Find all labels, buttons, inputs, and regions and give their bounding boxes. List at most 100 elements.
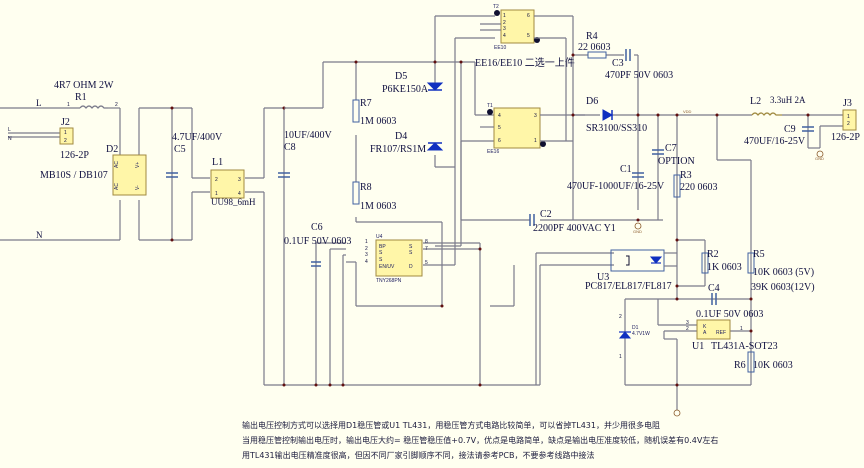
schematic-label: U3: [597, 272, 609, 283]
junction: [675, 238, 679, 242]
schematic-label: C7: [665, 143, 677, 154]
schematic-label: 1: [740, 326, 743, 332]
j3-connector: 12 J3 126-2P: [831, 98, 860, 143]
schematic-label: 6: [527, 13, 530, 19]
c5-capacitor: 4.7UF/400V C5: [166, 132, 223, 178]
schematic-label: 2: [215, 177, 218, 183]
note-line-3: 用TL431输出电压精准度很高，但因不同厂家引脚顺序不同，接法请参考PCB，不要…: [242, 451, 595, 460]
schematic-label: R4: [586, 31, 598, 42]
schematic-label: 2: [115, 102, 118, 108]
schematic-label: T2: [493, 4, 499, 10]
c8-value: 10UF/400V: [284, 130, 333, 141]
net-line-label: L: [36, 98, 42, 108]
schematic-label: T1: [487, 103, 493, 109]
schematic-label: A: [703, 330, 707, 336]
schematic-label: 2: [503, 20, 506, 26]
schematic-label: 1K 0603: [707, 262, 742, 273]
schematic-label: EE16: [487, 149, 499, 155]
schematic-label: 220 0603: [680, 182, 718, 193]
schematic-label: D6: [586, 96, 598, 107]
schematic-label: D5: [395, 71, 407, 82]
schematic-label: D: [409, 264, 413, 270]
l1-ref: L1: [212, 157, 223, 168]
gnd-icon: [673, 409, 681, 417]
schematic-label: GND: [815, 156, 824, 161]
junction: [571, 53, 575, 57]
r3-resistor: R3 220 0603: [673, 170, 718, 198]
r7-resistor: R7 1M 0603: [352, 98, 396, 127]
d2-bridge-rectifier: AC AC V+ V- D2 MB10S / DB107: [40, 144, 147, 196]
schematic-label: 1: [365, 239, 368, 245]
schematic-label: S: [409, 244, 413, 250]
t1-transformer: T1 EE16 45 6 31: [480, 103, 585, 155]
r6-resistor: R6 10K 0603: [734, 351, 793, 373]
l2-inductor: L2 3.3uH 2A: [750, 95, 806, 116]
schematic-label: 2: [686, 326, 689, 332]
junction: [636, 218, 640, 222]
schematic-label: U4: [376, 234, 383, 240]
schematic-label: R3: [680, 170, 692, 181]
junction: [433, 60, 437, 64]
schematic-label: 1: [64, 130, 67, 136]
junction: [170, 238, 174, 242]
transformer-note: EE16/EE10 二选一上件: [475, 56, 575, 69]
junction: [675, 113, 679, 117]
r5-resistor: R5 10K 0603 (5V) 39K 0603(12V): [747, 249, 815, 293]
junction: [341, 383, 345, 387]
secondary-wires: [565, 16, 843, 410]
schematic-label: SR3100/SS310: [586, 123, 647, 134]
junction: [749, 297, 753, 301]
schematic-label: 1: [534, 138, 537, 144]
d1-zener-diode: D1 4.7V1W 21: [618, 314, 650, 360]
schematic-label: R6: [734, 360, 746, 371]
r2-resistor: R2 1K 0603: [701, 249, 742, 274]
schematic-label: 2: [64, 138, 67, 144]
schematic-label: S: [379, 257, 383, 263]
schematic-label: C1: [620, 164, 632, 175]
schematic-label: 39K 0603(12V): [751, 282, 815, 293]
schematic-label: 10K 0603: [753, 360, 793, 371]
schematic-label: N: [8, 136, 12, 142]
junction: [806, 113, 810, 117]
note-line-1: 输出电压控制方式可以选择用D1稳压管或U1 TL431，用稳压管方式电路比较简单…: [242, 421, 660, 430]
schematic-label: 6: [498, 138, 501, 144]
t2-transformer: T2 EE10 12 34 65: [480, 4, 573, 51]
d6-schottky-diode: D6 SR3100/SS310: [586, 96, 647, 134]
schematic-label: 8: [425, 239, 428, 245]
schematic-label: D4: [395, 131, 407, 142]
j2-value: 126-2P: [60, 150, 89, 161]
schematic-label: P6KE150A: [382, 84, 429, 95]
schematic-label: EN/UV: [379, 264, 395, 270]
junction: [170, 106, 174, 110]
schematic-label: 0.1UF 50V 0603: [696, 309, 763, 320]
d2-ref: D2: [106, 144, 118, 155]
schematic-label: K: [703, 324, 707, 330]
schematic-label: TL431A-SOT23: [711, 341, 778, 352]
schematic-label: 3: [238, 177, 241, 183]
schematic-label: 5: [527, 33, 530, 39]
junction: [478, 247, 482, 251]
schematic-label: 2200PF 400VAC Y1: [533, 223, 616, 234]
j2-ref: J2: [61, 117, 70, 128]
schematic-label: FR107/RS1M: [370, 144, 426, 155]
c7-capacitor: C7 OPTION: [652, 143, 695, 167]
schematic-label: 1: [619, 354, 622, 360]
c8-capacitor: 10UF/400V C8: [278, 130, 333, 178]
schematic-label: PC817/EL817/FL817: [585, 281, 672, 292]
junction: [440, 304, 444, 308]
schematic-label: 1M 0603: [360, 201, 396, 212]
r1-ref: R1: [75, 92, 87, 103]
schematic-label: EE10: [494, 45, 506, 51]
schematic-label: 1M 0603: [360, 116, 396, 127]
schematic-label: 4.7V1W: [632, 331, 650, 337]
schematic-label: AC: [114, 183, 120, 190]
c2-capacitor: C2 2200PF 400VAC Y1: [529, 209, 616, 234]
schematic-label: 4: [503, 33, 506, 39]
c1-capacitor: C1 470UF-1000UF/16-25V: [567, 164, 665, 192]
schematic-label: J3: [843, 98, 852, 109]
schematic-label: TNY268PN: [376, 278, 402, 284]
schematic-label: C6: [311, 222, 323, 233]
junction: [328, 383, 332, 387]
schematic-label: 3: [365, 252, 368, 258]
